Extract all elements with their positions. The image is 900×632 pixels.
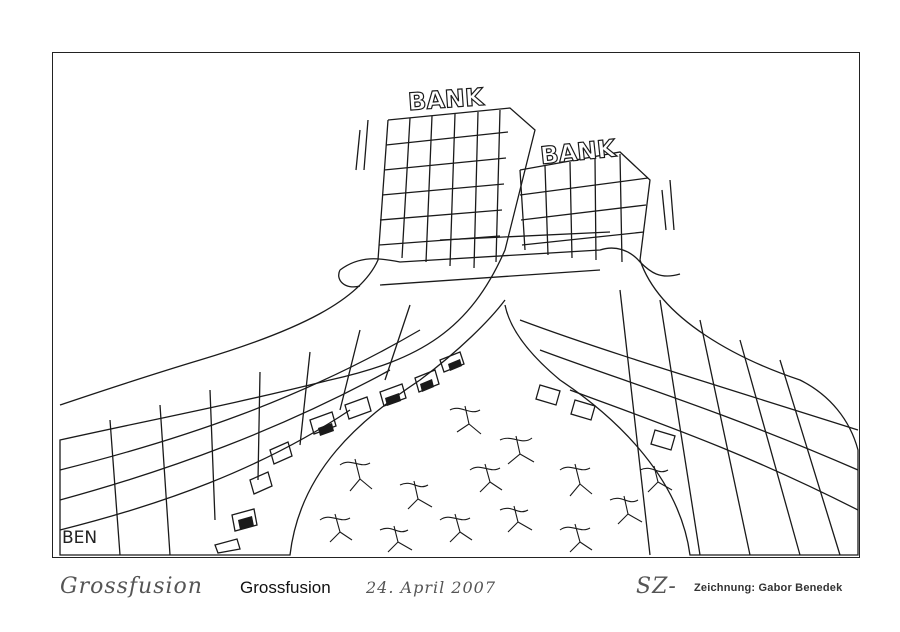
right-bank-building — [504, 151, 859, 556]
artist-signature: BEN — [62, 528, 98, 548]
handwritten-title: Grossfusion — [60, 574, 203, 599]
printed-title: Grossfusion — [240, 578, 331, 597]
falling-people — [319, 405, 673, 553]
publication-mark: SZ- — [636, 574, 677, 599]
cartoon-frame — [52, 52, 860, 558]
bank-sign-right: BANK — [539, 134, 618, 170]
bank-sign-left: BANK — [407, 83, 486, 116]
left-bank-building — [59, 107, 536, 556]
embracing-arms — [338, 231, 681, 288]
publication-date: 24. April 2007 — [366, 578, 497, 597]
artist-credit: Zeichnung: Gabor Benedek — [694, 582, 843, 594]
